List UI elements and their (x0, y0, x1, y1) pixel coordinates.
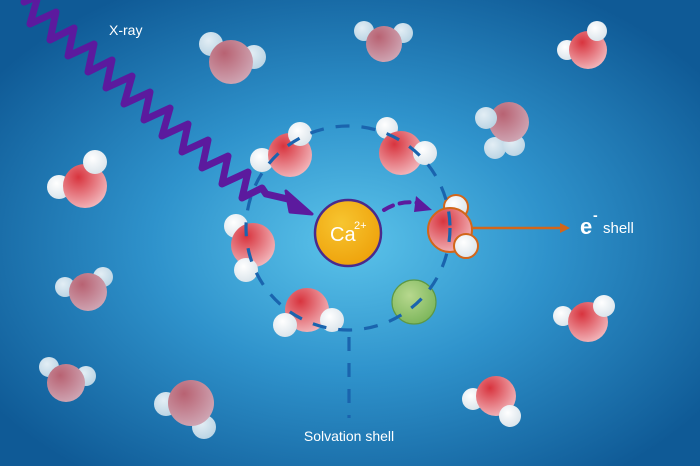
water-molecule-bg (154, 380, 216, 439)
shell-water-molecule (224, 214, 275, 282)
water-molecule-bg (553, 295, 615, 342)
water-molecule-bg (47, 150, 107, 208)
solvation-shell-label: Solvation shell (304, 428, 394, 444)
calcium-ion: Ca 2+ (313, 198, 383, 268)
shell-water-molecule (376, 117, 437, 175)
green-ion (391, 279, 437, 325)
solvation-shell-boundary (244, 124, 452, 332)
water-molecule-bg (199, 32, 266, 84)
water-molecule-bg (557, 21, 607, 69)
shell-water-molecule (273, 288, 344, 337)
water-molecule-bg (354, 21, 413, 62)
calcium-charge-label: 2+ (354, 220, 367, 232)
water-molecule-bg (55, 267, 113, 311)
water-molecule-bg (39, 357, 96, 402)
xray-wave-icon (20, 0, 314, 216)
electron-label: e (580, 214, 592, 239)
shell-water-molecule (250, 122, 312, 177)
electron-shell-label: shell (603, 220, 634, 237)
water-molecule-bg (475, 102, 529, 159)
water-molecule-bg (462, 376, 521, 427)
calcium-label: Ca (330, 224, 356, 246)
electron-sup-label: - (593, 207, 598, 223)
xray-label: X-ray (109, 22, 142, 38)
energy-transfer-arrow-icon (382, 196, 432, 212)
